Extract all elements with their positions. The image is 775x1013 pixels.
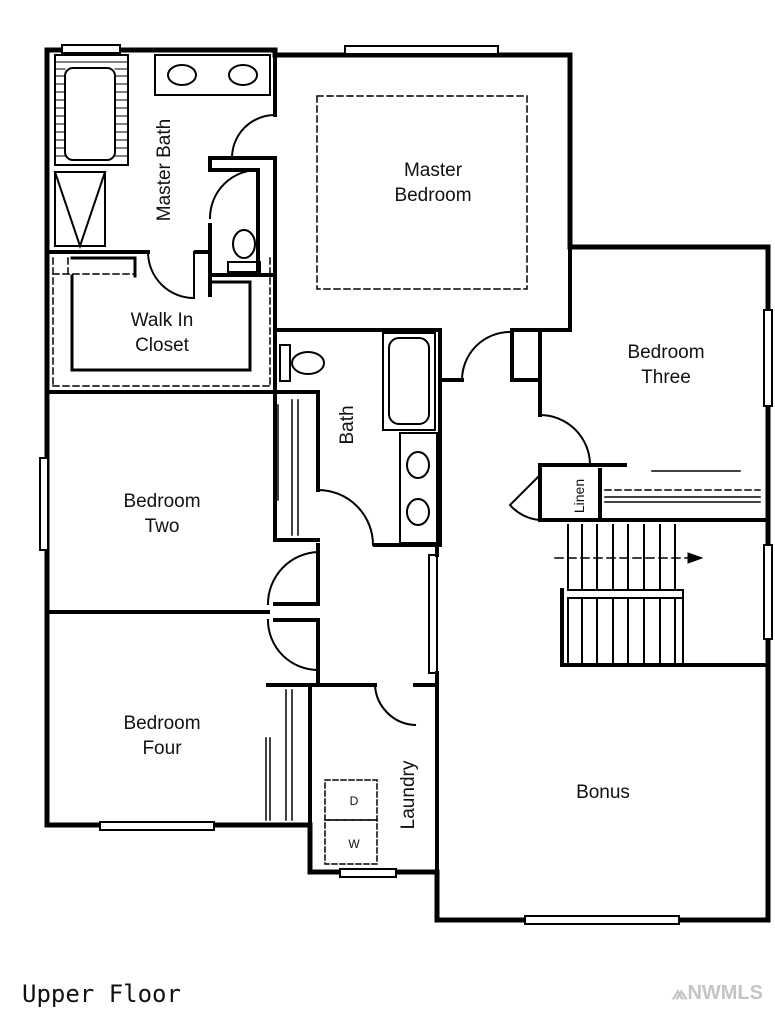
stair-arrow-icon <box>687 552 704 564</box>
windows <box>39 44 773 925</box>
watermark: ⩕NWMLS <box>672 982 763 1005</box>
label-master-bath: Master Bath <box>154 119 175 221</box>
label-walk-in-1: Walk In <box>131 310 194 331</box>
label-master-bedroom-1: Master <box>404 160 463 181</box>
door-swings <box>146 113 592 727</box>
label-bedroom-four-2: Four <box>142 738 182 759</box>
label-dryer: D <box>350 794 359 808</box>
interior-walls <box>45 53 770 874</box>
floor-caption: Upper Floor <box>22 980 181 1008</box>
label-master-bedroom-2: Bedroom <box>394 185 471 206</box>
room-labels: Master Bath Master Bedroom Walk In Close… <box>123 119 704 851</box>
dashed-lines <box>52 95 761 491</box>
label-walk-in-2: Closet <box>135 335 190 356</box>
laundry-appliances <box>324 779 378 865</box>
master-bath-fixtures <box>53 54 271 273</box>
label-bedroom-two-2: Two <box>145 516 180 537</box>
closet-doors <box>265 399 761 821</box>
label-bonus: Bonus <box>576 782 630 803</box>
label-linen: Linen <box>571 479 587 513</box>
label-laundry: Laundry <box>398 760 419 829</box>
label-bedroom-two-1: Bedroom <box>123 491 200 512</box>
watermark-text: NWMLS <box>687 982 763 1004</box>
label-bedroom-four-1: Bedroom <box>123 713 200 734</box>
label-bedroom-three-1: Bedroom <box>627 342 704 363</box>
watermark-logo-icon: ⩕ <box>671 982 688 1004</box>
stairs <box>554 524 691 663</box>
label-bath: Bath <box>337 405 358 444</box>
label-washer: W <box>348 837 360 851</box>
bath-fixtures <box>279 332 438 544</box>
closet-shelf <box>70 256 252 372</box>
label-bedroom-three-2: Three <box>641 367 691 388</box>
